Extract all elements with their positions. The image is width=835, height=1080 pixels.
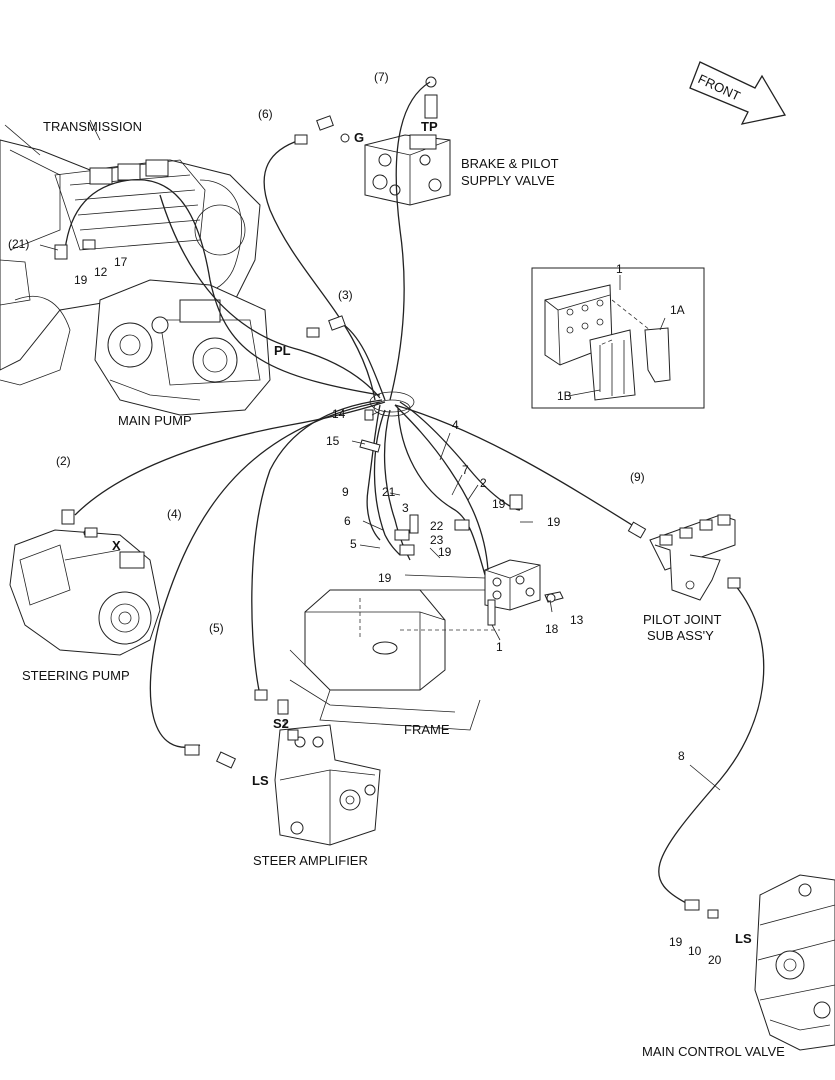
main-pump xyxy=(94,279,271,416)
callout-6-bundle: 6 xyxy=(344,514,351,528)
port-pl: PL xyxy=(274,343,291,358)
label-pilot-joint-2: SUB ASS'Y xyxy=(647,628,714,643)
label-frame: FRAME xyxy=(404,722,450,737)
callout-2-bundle: 2 xyxy=(480,476,487,490)
callout-5-bundle: 5 xyxy=(350,537,357,551)
hoses xyxy=(64,81,765,906)
callout-21-paren: (21) xyxy=(8,237,29,251)
pilot-control-block xyxy=(484,559,564,626)
steering-pump xyxy=(9,528,161,656)
port-g: G xyxy=(354,130,364,145)
brake-pilot-supply-valve xyxy=(340,76,451,206)
callout-18: 18 xyxy=(545,622,559,636)
detail-inset-box xyxy=(531,267,705,409)
callout-9-bundle: 9 xyxy=(342,485,349,499)
callout-19-e: 19 xyxy=(378,571,392,585)
inset-callout-1b: 1B xyxy=(557,389,572,403)
callout-17: 17 xyxy=(114,255,128,269)
inset-callout-1a: 1A xyxy=(670,303,685,317)
callout-19-b: 19 xyxy=(492,497,506,511)
main-control-valve xyxy=(754,874,835,1051)
callout-7-bundle: 7 xyxy=(462,463,469,477)
port-labels: G TP PL X S2 LS LS xyxy=(112,119,752,946)
label-steer-amplifier: STEER AMPLIFIER xyxy=(253,853,368,868)
label-main-control-valve: MAIN CONTROL VALVE xyxy=(642,1044,785,1059)
callout-10: 10 xyxy=(688,944,702,958)
callout-7: (7) xyxy=(374,70,389,84)
callout-19-f: 19 xyxy=(669,935,683,949)
label-brake-pilot-2: SUPPLY VALVE xyxy=(461,173,555,188)
callout-6: (6) xyxy=(258,107,273,121)
callout-12: 12 xyxy=(94,265,108,279)
callout-4-bundle: 4 xyxy=(452,418,459,432)
callout-numbers: (7) (6) (21) (3) (2) (4) (5) (9) 12 17 1… xyxy=(8,70,722,967)
inset-callout-1: 1 xyxy=(616,262,623,276)
component-labels: TRANSMISSION MAIN PUMP STEERING PUMP BRA… xyxy=(22,71,785,1059)
label-main-pump: MAIN PUMP xyxy=(118,413,192,428)
port-tp: TP xyxy=(421,119,438,134)
port-x: X xyxy=(112,538,121,553)
fittings xyxy=(54,115,741,919)
callout-13: 13 xyxy=(570,613,584,627)
callout-5: (5) xyxy=(209,621,224,635)
callout-1: 1 xyxy=(496,640,503,654)
label-brake-pilot-1: BRAKE & PILOT xyxy=(461,156,559,171)
callout-9: (9) xyxy=(630,470,645,484)
label-transmission: TRANSMISSION xyxy=(43,119,142,134)
callout-14: 14 xyxy=(332,407,346,421)
port-s2: S2 xyxy=(273,716,289,731)
label-steering-pump: STEERING PUMP xyxy=(22,668,130,683)
pilot-joint-sub-assembly xyxy=(649,514,736,601)
label-pilot-joint-1: PILOT JOINT xyxy=(643,612,722,627)
port-ls-mcv: LS xyxy=(735,931,752,946)
callout-19-c: 19 xyxy=(547,515,561,529)
frame xyxy=(289,589,500,731)
callout-8: 8 xyxy=(678,749,685,763)
leader-lines xyxy=(39,244,721,791)
callout-2: (2) xyxy=(56,454,71,468)
callout-19-trans: 19 xyxy=(74,273,88,287)
callout-23: 23 xyxy=(430,533,444,547)
front-direction-arrow xyxy=(689,61,787,125)
port-ls-steer: LS xyxy=(252,773,269,788)
callout-15: 15 xyxy=(326,434,340,448)
callout-19-d: 19 xyxy=(438,545,452,559)
steer-amplifier xyxy=(274,724,381,846)
callout-3-bundle: 3 xyxy=(402,501,409,515)
callout-22: 22 xyxy=(430,519,444,533)
callout-20: 20 xyxy=(708,953,722,967)
callout-21-bundle: 21 xyxy=(382,485,396,499)
callout-4: (4) xyxy=(167,507,182,521)
callout-3: (3) xyxy=(338,288,353,302)
